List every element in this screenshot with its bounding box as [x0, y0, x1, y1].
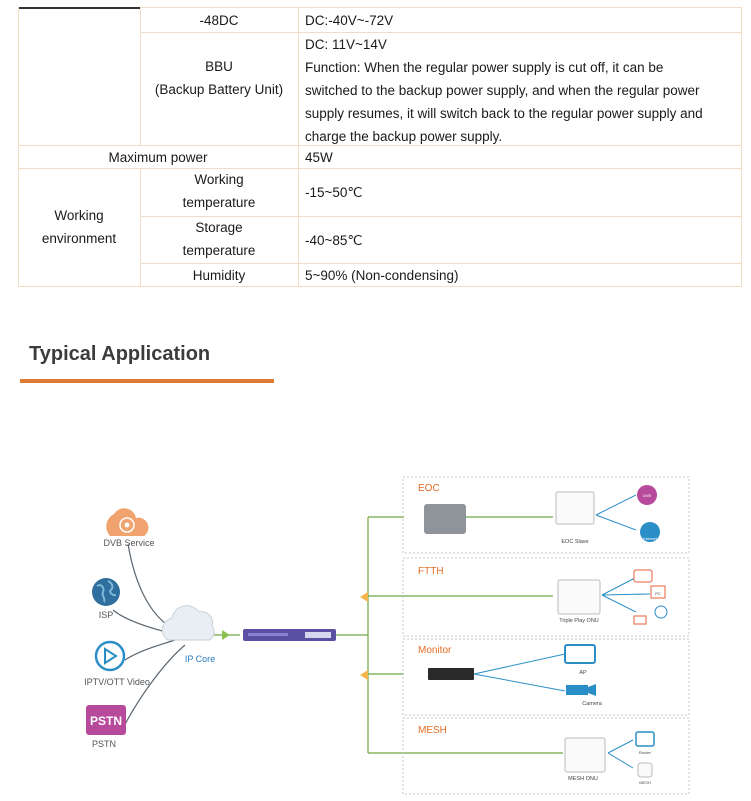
ap-icon — [564, 644, 596, 664]
eoc-slave-device — [555, 491, 595, 525]
ftth-device-label: Triple Play ONU — [559, 618, 599, 624]
storage-temp-label: Storage temperature — [140, 216, 298, 262]
panel-monitor-title: Monitor — [418, 645, 452, 656]
ip-core-cloud-icon — [161, 605, 215, 641]
working-env-line1: Working — [54, 208, 104, 223]
work-temp-line1: Working — [194, 172, 244, 187]
bbu-value-line: Function: When the regular power supply … — [305, 60, 664, 75]
mesh-small-mesh: MESH — [639, 780, 651, 785]
bbu-value-line: DC: 11V~14V — [305, 37, 387, 52]
table-border — [18, 168, 742, 169]
pstn-logo-text: PSTN — [90, 714, 122, 728]
dvb-service-icon — [106, 508, 149, 536]
mesh-branch-links — [607, 739, 634, 769]
eoc-slave-label: EOC Slave — [561, 539, 588, 545]
mesh-small-router: Router — [639, 750, 652, 755]
table-border — [298, 7, 299, 287]
dc48-value: DC:-40V~-72V — [305, 13, 394, 28]
storage-temp-line2: temperature — [182, 243, 256, 258]
panel-ftth: FTTH Triple Play ONU PC — [402, 557, 690, 637]
bbu-label-line1: BBU — [205, 59, 233, 74]
eoc-small-internet: Internet — [643, 536, 657, 541]
work-temp-value: -15~50℃ — [305, 185, 363, 200]
work-temp-line2: temperature — [182, 195, 256, 210]
splitter-icon — [360, 592, 368, 680]
panel-eoc: EOC EOC Slave DVB Internet — [402, 476, 690, 554]
phone-icon — [633, 569, 653, 583]
trunk-links — [336, 516, 404, 754]
pc-icon — [650, 585, 666, 599]
camera-label: Camera — [582, 701, 603, 707]
panel-mesh: MESH MESH ONU Router MESH — [402, 717, 690, 795]
table-border — [140, 32, 742, 33]
ap-label: AP — [579, 670, 587, 676]
eoc-branch-links — [595, 494, 637, 531]
table-border — [18, 7, 19, 287]
table-border — [140, 263, 742, 264]
router-icon — [635, 731, 655, 747]
iptv-label: IPTV/OTT Video — [84, 677, 150, 687]
dvb-service-label: DVB Service — [103, 538, 154, 548]
panel-monitor: Monitor AP Camera — [402, 638, 690, 716]
internet-icon — [640, 522, 660, 542]
spec-table: -48DC DC:-40V~-72V BBU (Backup Battery U… — [18, 0, 742, 287]
dvb-tv-icon — [637, 485, 657, 505]
ip-core-label: IP Core — [185, 654, 215, 664]
switch-device — [428, 668, 474, 680]
max-power-value: 45W — [305, 150, 333, 165]
bbu-value-line: switched to the backup power supply, and… — [305, 83, 700, 98]
mesh-onu-device — [564, 737, 606, 773]
bbu-label-line2: (Backup Battery Unit) — [154, 82, 284, 97]
panel-mesh-title: MESH — [418, 725, 447, 736]
table-border — [18, 286, 742, 287]
iptv-play-icon — [94, 640, 126, 672]
working-env-line2: environment — [41, 231, 117, 246]
isp-globe-icon — [92, 578, 120, 606]
monitor-branch-links — [473, 653, 566, 692]
ftth-small-pc: PC — [655, 591, 661, 596]
ftth-branch-links — [601, 577, 651, 613]
mesh-node-icon — [637, 762, 653, 778]
eoc-small-dvb: DVB — [643, 493, 652, 498]
table-border — [140, 7, 742, 8]
mesh-device-label: MESH ONU — [568, 776, 598, 782]
table-border — [140, 168, 141, 286]
table-border — [140, 216, 742, 217]
storage-temp-value: -40~85℃ — [305, 233, 363, 248]
working-env-label: Working environment — [18, 204, 140, 250]
max-power-label: Maximum power — [108, 150, 208, 165]
pstn-logo — [86, 705, 126, 735]
dc48-label: -48DC — [199, 13, 239, 28]
table-border — [18, 7, 140, 9]
eoc-master-device — [424, 504, 466, 534]
table-border — [140, 7, 141, 145]
pstn-label: PSTN — [92, 739, 116, 749]
work-temp-label: Working temperature — [140, 168, 298, 214]
tv-icon — [654, 605, 668, 619]
isp-label: ISP — [99, 610, 114, 620]
storage-temp-line1: Storage — [195, 220, 243, 235]
section-title: Typical Application — [29, 343, 211, 365]
table-border — [18, 145, 742, 146]
panel-eoc-title: EOC — [418, 483, 440, 494]
bbu-label: BBU (Backup Battery Unit) — [140, 55, 298, 101]
title-underline — [20, 379, 274, 383]
link-arrow — [222, 630, 230, 640]
olt-device — [243, 629, 336, 641]
bbu-value-line: supply resumes, it will switch back to t… — [305, 106, 703, 121]
humidity-value: 5~90% (Non-condensing) — [305, 268, 459, 283]
bbu-value-line: charge the backup power supply. — [305, 129, 503, 144]
bbu-value: DC: 11V~14V Function: When the regular p… — [305, 33, 741, 148]
panel-ftth-title: FTTH — [418, 566, 444, 577]
typical-application-diagram: DVB Service ISP IPTV/OTT Video PSTN PSTN… — [84, 476, 690, 795]
iptv-stb-icon — [633, 615, 647, 625]
camera-icon — [566, 684, 596, 696]
table-border — [741, 7, 742, 287]
humidity-label: Humidity — [192, 268, 246, 283]
triple-play-onu-device — [557, 579, 601, 615]
